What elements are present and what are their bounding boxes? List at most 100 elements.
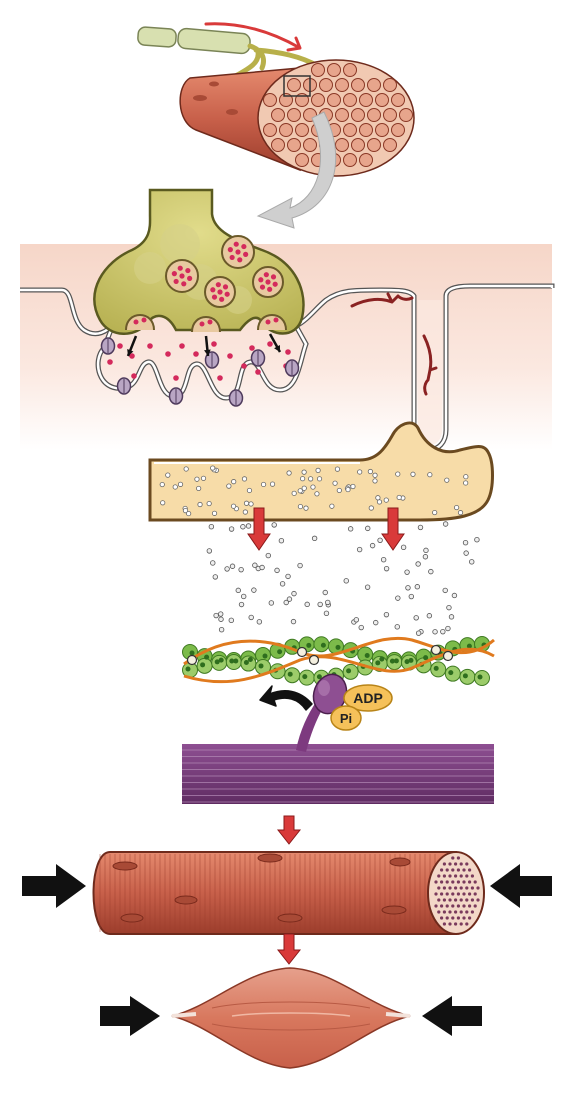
- release-arrows: [126, 333, 282, 357]
- calcium-ion: [228, 526, 235, 532]
- sarcoplasmic-reticulum: [148, 421, 494, 522]
- fusing-vesicle: [125, 314, 155, 331]
- calcium-ion: [400, 544, 407, 551]
- acetylcholine-molecule: [211, 341, 217, 347]
- acetylcholine-molecule: [165, 351, 171, 357]
- calcium-release-arrows: [247, 507, 405, 551]
- thin-filament: [182, 636, 495, 686]
- calcium-ion: [311, 535, 318, 542]
- axon-terminal: [93, 188, 305, 335]
- calcium-ion: [395, 595, 401, 601]
- calcium-ion: [422, 554, 429, 560]
- red-down-arrow-icon: [381, 507, 405, 551]
- calcium-ion: [373, 619, 379, 626]
- troponin-calcium: [296, 646, 308, 658]
- calcium-ion: [297, 562, 303, 569]
- calcium-ion: [212, 574, 219, 580]
- calcium-ion: [474, 537, 480, 543]
- calcium-ion: [322, 589, 328, 596]
- adp-label: ADP: [353, 690, 383, 706]
- calcium-ion: [369, 542, 376, 549]
- action-potential-arrow: [204, 22, 302, 52]
- calcium-ion: [417, 524, 424, 531]
- calcium-ion: [448, 614, 455, 620]
- axon: [137, 26, 321, 81]
- adp-molecule: ADP: [343, 684, 393, 712]
- acetylcholine-molecule: [129, 353, 135, 359]
- calcium-ion: [469, 559, 475, 565]
- calcium-ion: [208, 524, 215, 530]
- calcium-ion: [323, 610, 330, 617]
- calcium-ion: [238, 601, 245, 608]
- black-arrow-icon: [22, 864, 86, 908]
- acetylcholine-molecule: [179, 343, 185, 349]
- calcium-ion: [268, 600, 275, 606]
- acetylcholine-molecule: [241, 363, 247, 369]
- calcium-ion: [265, 552, 271, 559]
- synaptic-vesicles: [165, 235, 284, 308]
- calcium-ion: [383, 565, 390, 572]
- calcium-ion: [291, 590, 297, 597]
- calcium-ion: [440, 628, 446, 635]
- calcium-ion: [256, 619, 263, 625]
- calcium-ion: [428, 568, 434, 575]
- acetylcholine-molecules: [107, 341, 291, 381]
- calcium-ion: [252, 562, 258, 568]
- calcium-ion: [229, 563, 236, 569]
- calcium-ion: [290, 618, 297, 625]
- acetylcholine-molecule: [147, 343, 153, 349]
- calcium-ion: [245, 523, 252, 529]
- whole-muscle: [171, 967, 411, 1069]
- myosin-head: [296, 673, 348, 752]
- calcium-ion: [279, 581, 286, 587]
- calcium-ion: [364, 584, 371, 590]
- calcium-ion: [286, 596, 293, 602]
- calcium-ion: [240, 593, 247, 600]
- troponin-calcium: [442, 650, 454, 662]
- acetylcholine-receptors: [100, 337, 300, 407]
- acetylcholine-molecule: [255, 369, 261, 375]
- acetylcholine-molecule: [173, 375, 179, 381]
- calcium-ion: [356, 546, 363, 553]
- calcium-ion: [259, 564, 265, 571]
- acetylcholine-molecule: [217, 375, 223, 381]
- muscle-fiber: [92, 851, 485, 935]
- acetylcholine-molecule: [131, 373, 137, 379]
- calcium-ion: [426, 613, 433, 619]
- calcium-ion: [432, 629, 438, 635]
- fusing-vesicle: [191, 316, 221, 333]
- calcium-ion: [325, 599, 331, 606]
- sarcolemma-action-potential-arrow: [350, 292, 414, 308]
- black-arrow-icon: [490, 864, 552, 908]
- calcium-ion: [218, 616, 224, 622]
- calcium-ion: [405, 585, 411, 591]
- calcium-ion: [240, 524, 246, 530]
- black-arrow-icon: [422, 996, 482, 1036]
- calcium-ion: [415, 630, 422, 636]
- red-down-arrow-icon: [276, 815, 302, 845]
- calcium-ion: [248, 614, 254, 621]
- calcium-ion: [317, 601, 323, 608]
- troponin-calcium: [186, 654, 198, 666]
- calcium-ion: [283, 599, 289, 606]
- acetylcholine-molecule: [193, 351, 199, 357]
- calcium-ion: [408, 593, 415, 600]
- phosphate-molecule: Pi: [330, 705, 362, 731]
- calcium-ion: [442, 521, 449, 527]
- red-down-arrow-icon: [247, 507, 271, 551]
- calcium-ion: [413, 615, 419, 621]
- calcium-ion: [206, 548, 213, 554]
- nerve-and-fascicle-illustration: [137, 22, 415, 229]
- calcium-ion: [445, 625, 451, 632]
- calcium-ion: [415, 561, 421, 567]
- calcium-ion: [251, 587, 257, 593]
- curved-black-arrow-icon: [259, 685, 313, 711]
- fusing-vesicle: [257, 314, 287, 331]
- fusing-vesicles: [125, 314, 287, 333]
- calcium-ion: [278, 537, 285, 544]
- calcium-ion: [365, 525, 371, 532]
- calcium-ion: [451, 592, 458, 599]
- calcium-ion: [442, 587, 448, 594]
- acetylcholine-molecule: [285, 349, 291, 355]
- acetylcholine-molecule: [267, 341, 273, 347]
